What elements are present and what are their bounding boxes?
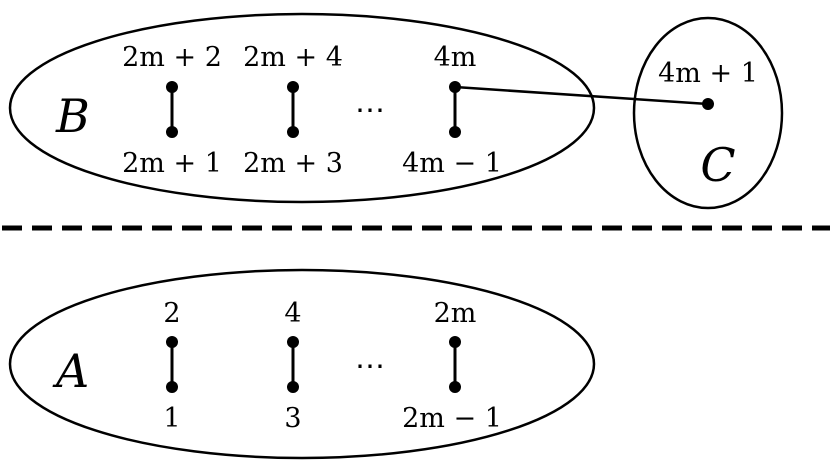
a-ellipsis: ⋯ [355, 349, 385, 384]
b-label-bottom-1: 2m + 1 [122, 148, 222, 179]
a-vertex-bottom-2 [287, 381, 299, 393]
set-a-ellipse [8, 268, 596, 460]
set-a-label: A [52, 344, 89, 398]
b-label-top-3: 4m [434, 42, 477, 73]
a-vertex-top-3 [449, 336, 461, 348]
b-vertex-bottom-3 [449, 126, 461, 138]
a-vertex-bottom-1 [166, 381, 178, 393]
b-vertex-top-3 [449, 81, 461, 93]
a-label-top-3: 2m [434, 298, 477, 329]
a-label-bottom-2: 3 [284, 403, 301, 434]
b-label-bottom-3: 4m − 1 [402, 148, 502, 179]
b-label-bottom-2: 2m + 3 [243, 148, 343, 179]
a-label-bottom-3: 2m − 1 [402, 403, 502, 434]
c-vertex [702, 98, 714, 110]
b-label-top-1: 2m + 2 [122, 42, 222, 73]
a-vertex-bottom-3 [449, 381, 461, 393]
c-vertex-label: 4m + 1 [658, 58, 758, 89]
a-label-bottom-1: 1 [163, 403, 180, 434]
b-label-top-2: 2m + 4 [243, 42, 343, 73]
set-b-ellipse [8, 12, 596, 204]
set-c-label: C [700, 138, 735, 192]
b-to-c-edge [454, 85, 709, 106]
b-ellipsis: ⋯ [355, 93, 385, 128]
b-vertex-top-2 [287, 81, 299, 93]
b-vertex-bottom-2 [287, 126, 299, 138]
a-vertex-top-1 [166, 336, 178, 348]
b-vertex-top-1 [166, 81, 178, 93]
a-label-top-2: 4 [284, 298, 301, 329]
set-b-label: B [55, 89, 90, 143]
set-c-ellipse [632, 16, 784, 210]
a-vertex-top-2 [287, 336, 299, 348]
a-label-top-1: 2 [163, 298, 180, 329]
b-vertex-bottom-1 [166, 126, 178, 138]
